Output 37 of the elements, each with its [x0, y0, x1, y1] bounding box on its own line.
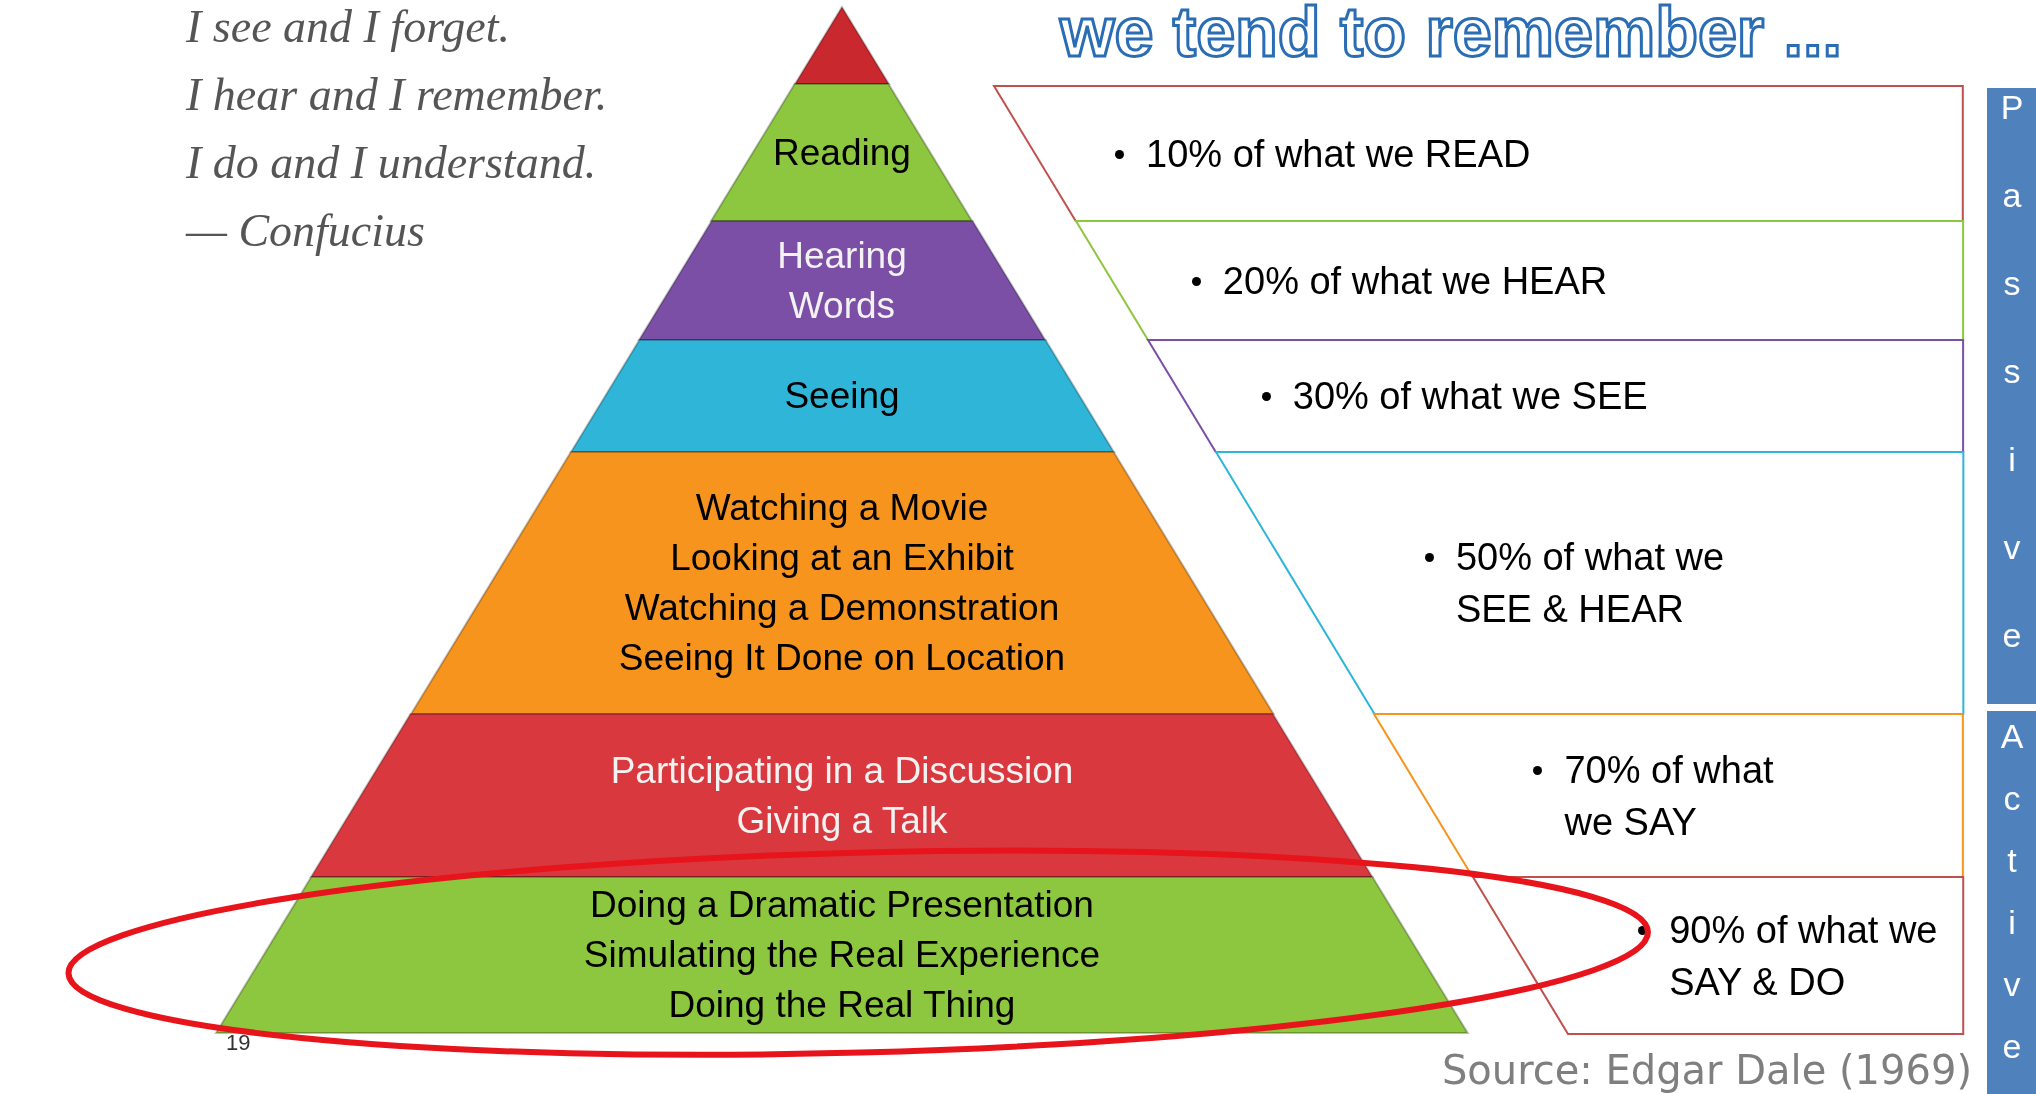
- pyramid-level: [311, 714, 1373, 877]
- level-label: Simulating the Real Experience: [583, 933, 1101, 977]
- percentage-row: [1472, 877, 1963, 1034]
- level-label: Reading: [773, 130, 911, 175]
- pyramid-level: [638, 221, 1046, 340]
- title: we tend to remember ...: [1060, 0, 1842, 72]
- quote-line: I do and I understand.: [186, 136, 597, 189]
- level-label: Watching a Demonstration: [624, 586, 1060, 630]
- percentage-text: 10% of what we READ: [1146, 131, 1531, 177]
- percentage-row: [994, 86, 1963, 221]
- level-label: Seeing It Done on Location: [618, 636, 1066, 680]
- percentage-row: [1147, 340, 1963, 452]
- level-label: Seeing: [784, 374, 900, 418]
- percentage-row: [1075, 221, 1963, 340]
- quote-line: — Confucius: [186, 204, 425, 257]
- percentage-text: 70% of what we SAY: [1564, 747, 1775, 845]
- level-label: Watching a Movie: [695, 486, 989, 530]
- percentage-row: [1374, 714, 1963, 877]
- percentage-text: 50% of what we SEE & HEAR: [1455, 535, 1726, 632]
- source-caption: Source: Edgar Dale (1969): [1441, 1047, 1972, 1093]
- percentage-text: 30% of what we SEE: [1292, 374, 1648, 419]
- level-label: Hearing Words: [776, 233, 908, 328]
- level-label: Looking at an Exhibit: [670, 536, 1014, 580]
- pyramid-level: [216, 877, 1468, 1033]
- quote-line: I hear and I remember.: [186, 68, 608, 121]
- pyramid-level: [410, 452, 1274, 714]
- level-label: Giving a Talk: [736, 798, 948, 843]
- pyramid-level: [711, 84, 973, 221]
- percentage-text: 20% of what we HEAR: [1222, 258, 1608, 304]
- percentage-text: 90% of what we SAY & DO: [1669, 907, 1939, 1005]
- category-bar: Active: [1987, 711, 2036, 1094]
- category-bar: Passive: [1987, 88, 2036, 704]
- level-label: Participating in a Discussion: [610, 748, 1074, 793]
- level-label: Doing a Dramatic Presentation: [590, 883, 1094, 927]
- level-label: Doing the Real Thing: [668, 983, 1016, 1027]
- page-number: 19: [226, 1030, 251, 1056]
- quote-line: I see and I forget.: [186, 0, 511, 53]
